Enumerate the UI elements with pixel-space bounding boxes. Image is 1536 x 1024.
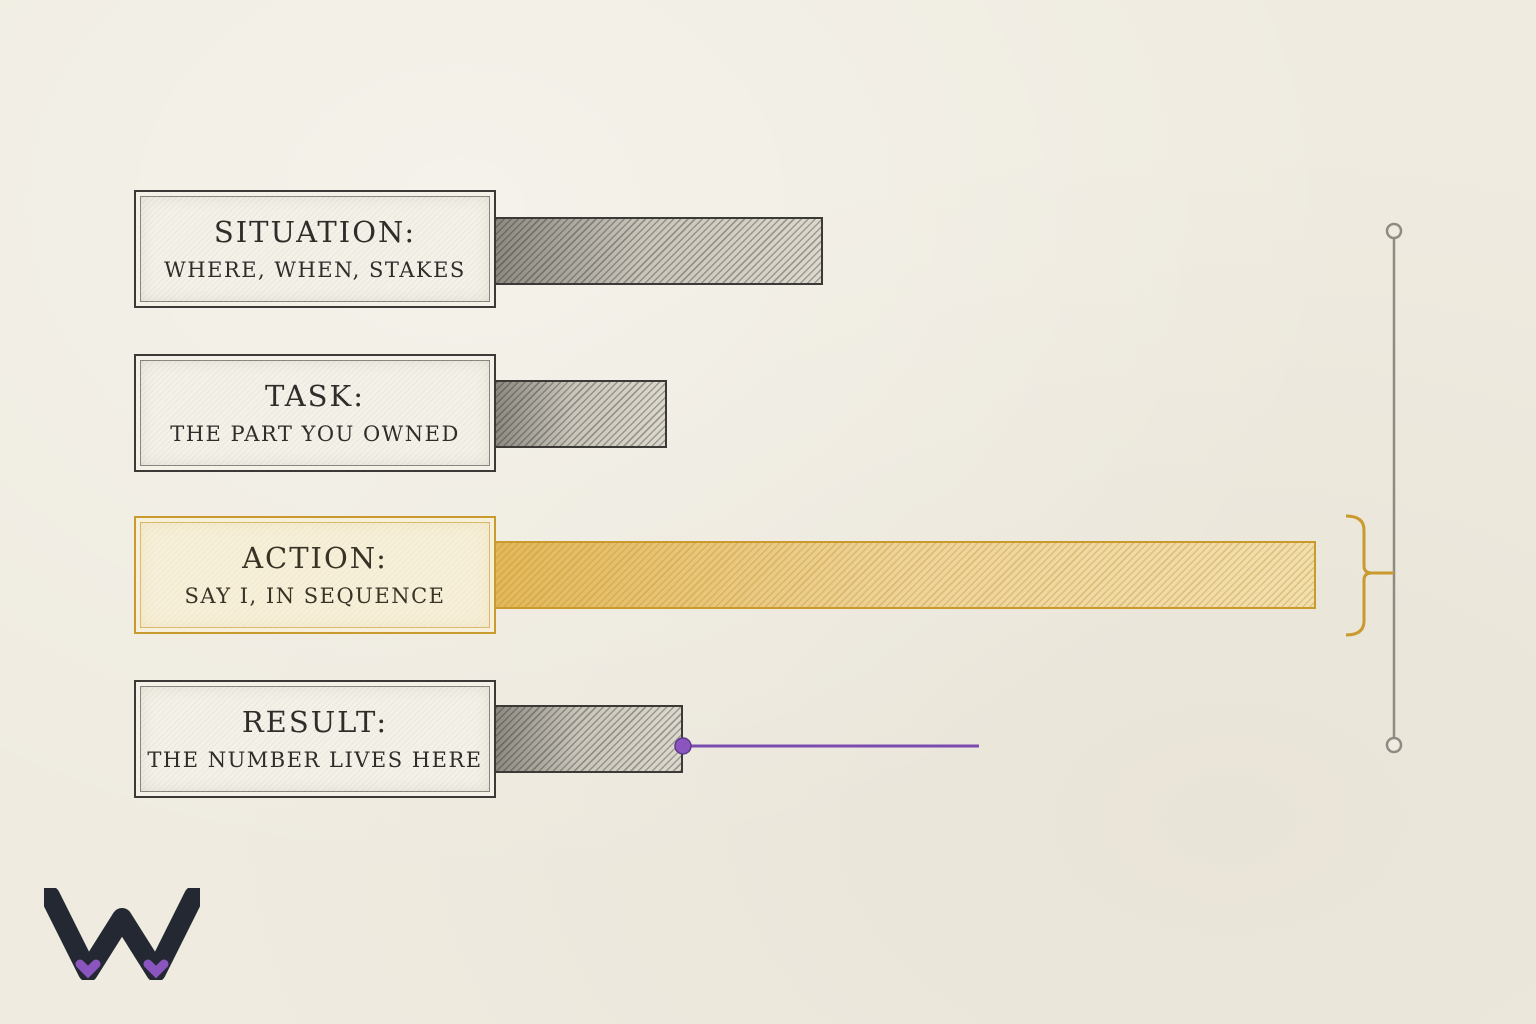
vertical-scale: [1385, 222, 1403, 754]
scale-top-endpoint: [1385, 222, 1403, 240]
stage-bar-task: [494, 380, 667, 448]
w-logo-icon: [44, 888, 200, 980]
stage-bar-result: [494, 705, 683, 773]
stage-subtitle-result: THE NUMBER LIVES HERE: [147, 747, 483, 772]
action-bracket: [1345, 514, 1394, 637]
stage-box-task: TASK: THE PART YOU OWNED: [134, 354, 496, 472]
stage-subtitle-situation: WHERE, WHEN, STAKES: [164, 257, 466, 282]
stage-bar-action: [494, 541, 1316, 609]
result-marker-dot: [674, 737, 692, 755]
stage-box-situation: SITUATION: WHERE, WHEN, STAKES: [134, 190, 496, 308]
stage-box-result: RESULT: THE NUMBER LIVES HERE: [134, 680, 496, 798]
stage-title-action: ACTION:: [242, 541, 388, 576]
stage-title-result: RESULT:: [241, 705, 389, 740]
stage-subtitle-task: THE PART YOU OWNED: [170, 421, 460, 446]
stage-title-task: TASK:: [264, 379, 365, 414]
result-marker: [674, 737, 979, 755]
stage-title-situation: SITUATION:: [213, 215, 417, 250]
stage-box-action: ACTION: SAY I, IN SEQUENCE: [134, 516, 496, 634]
scale-bottom-endpoint: [1385, 736, 1403, 754]
stage-subtitle-action: SAY I, IN SEQUENCE: [184, 583, 446, 608]
